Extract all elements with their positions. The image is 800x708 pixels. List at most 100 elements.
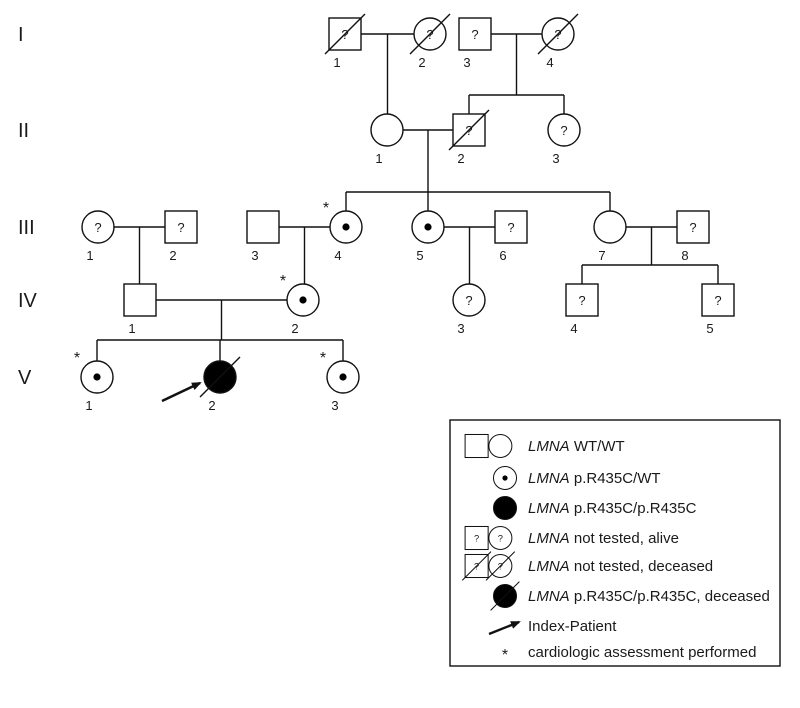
legend-text-hom-dec: LMNA p.R435C/p.R435C, deceased: [528, 588, 770, 605]
not-tested-mark: ?: [714, 293, 721, 308]
individual-number: 1: [375, 151, 382, 166]
assessment-asterisk: *: [74, 350, 80, 367]
generation-label-II: II: [18, 120, 29, 142]
deceased-slash: [409, 13, 451, 55]
legend-symbol-not-tested-female: ?: [488, 525, 513, 551]
legend-symbol-not-tested-deceased-female: ?: [485, 551, 516, 581]
not-tested-mark: ?: [560, 123, 567, 138]
legend-text-het: LMNA p.R435C/WT: [528, 470, 661, 487]
individual-number: 5: [416, 248, 423, 263]
legend-label: p.R435C/p.R435C: [570, 500, 697, 517]
legend-text-index: Index-Patient: [528, 618, 617, 635]
female-circle: [81, 210, 115, 244]
deceased-slash: [490, 581, 520, 611]
individual-v-3: 3*: [320, 350, 360, 413]
individual-iv-5: ?5: [701, 283, 735, 336]
legend-gene-name: LMNA: [528, 558, 570, 575]
individual-number: 6: [499, 248, 506, 263]
male-square: [123, 283, 157, 317]
legend-gene-name: LMNA: [528, 500, 570, 517]
legend-symbol-wt-female: [488, 433, 513, 459]
legend-symbol-wt: [464, 433, 513, 459]
legend-symbol-assessed: *: [502, 647, 508, 664]
male-square: [494, 210, 528, 244]
generation-label-V: V: [18, 367, 32, 389]
male-square: [464, 525, 489, 551]
female-circle: [547, 113, 581, 147]
not-tested-mark: ?: [94, 220, 101, 235]
male-square: [676, 210, 710, 244]
individual-number: 5: [706, 321, 713, 336]
deceased-slash: [537, 13, 579, 55]
individual-number: 1: [333, 55, 340, 70]
male-square: [164, 210, 198, 244]
legend-symbol-not-tested: ??: [464, 525, 513, 551]
generation-label-I: I: [18, 24, 24, 46]
individual-number: 3: [251, 248, 258, 263]
deceased-slash: [324, 13, 366, 55]
not-tested-mark: ?: [471, 27, 478, 42]
individual-iv-2: 2*: [280, 273, 320, 336]
legend-symbol-hom-dec: [490, 581, 520, 611]
legend-gene-name: LMNA: [528, 530, 570, 547]
individual-number: 3: [552, 151, 559, 166]
female-circle: [488, 525, 513, 551]
legend-symbol-het: [492, 465, 518, 491]
legend-label: p.R435C/WT: [570, 470, 661, 487]
not-tested-mark: ?: [498, 534, 503, 544]
individual-iv-1: 1: [123, 283, 157, 336]
individual-iii-6: ?6: [494, 210, 528, 263]
not-tested-mark: ?: [507, 220, 514, 235]
female-circle: [488, 433, 513, 459]
not-tested-mark: ?: [474, 534, 479, 544]
individual-number: 3: [331, 398, 338, 413]
deceased-slash: [485, 551, 516, 581]
individual-i-1: ?1: [324, 13, 366, 70]
deceased-slash: [448, 109, 490, 151]
individual-number: 2: [457, 151, 464, 166]
individual-i-2: ?2: [409, 13, 451, 70]
generation-label-IV: IV: [18, 290, 38, 312]
legend-text-not-tested: LMNA not tested, alive: [528, 530, 679, 547]
male-square: [464, 433, 489, 459]
individual-iii-4: 4*: [323, 200, 363, 263]
individual-number: 1: [86, 248, 93, 263]
individual-iii-1: ?1: [81, 210, 115, 263]
individual-iii-5: 5: [411, 210, 445, 263]
female-circle: [370, 113, 404, 147]
legend-label: not tested, alive: [570, 530, 679, 547]
female-circle: [593, 210, 627, 244]
individual-iii-3: 3: [246, 210, 280, 263]
legend-label: not tested, deceased: [570, 558, 713, 575]
individual-number: 2: [169, 248, 176, 263]
carrier-dot: [299, 296, 307, 304]
legend-symbol-hom-deceased: [490, 581, 520, 611]
legend-asterisk: *: [502, 647, 508, 664]
not-tested-mark: ?: [465, 293, 472, 308]
individual-ii-2: ?2: [448, 109, 490, 166]
male-square: [458, 17, 492, 51]
carrier-dot: [339, 373, 347, 381]
not-tested-mark: ?: [177, 220, 184, 235]
legend-text-hom: LMNA p.R435C/p.R435C: [528, 500, 697, 517]
individual-number: 4: [334, 248, 341, 263]
individual-iv-3: ?3: [452, 283, 486, 336]
legend-label: cardiologic assessment performed: [528, 644, 756, 661]
legend-symbol-not-tested-male: ?: [464, 525, 489, 551]
carrier-dot: [93, 373, 101, 381]
legend-label: p.R435C/p.R435C, deceased: [570, 588, 770, 605]
carrier-dot: [342, 223, 350, 231]
legend-symbol-not-tested-dec: ??: [461, 551, 516, 581]
legend-text-wt: LMNA WT/WT: [528, 438, 625, 455]
relationship-lines: [96, 33, 719, 361]
male-square: [701, 283, 735, 317]
female-circle: [492, 495, 518, 521]
individual-v-2: 2: [161, 356, 241, 413]
not-tested-mark: ?: [689, 220, 696, 235]
individual-iv-4: ?4: [565, 283, 599, 336]
individual-number: 2: [208, 398, 215, 413]
legend-label: Index-Patient: [528, 618, 617, 635]
male-square: [565, 283, 599, 317]
